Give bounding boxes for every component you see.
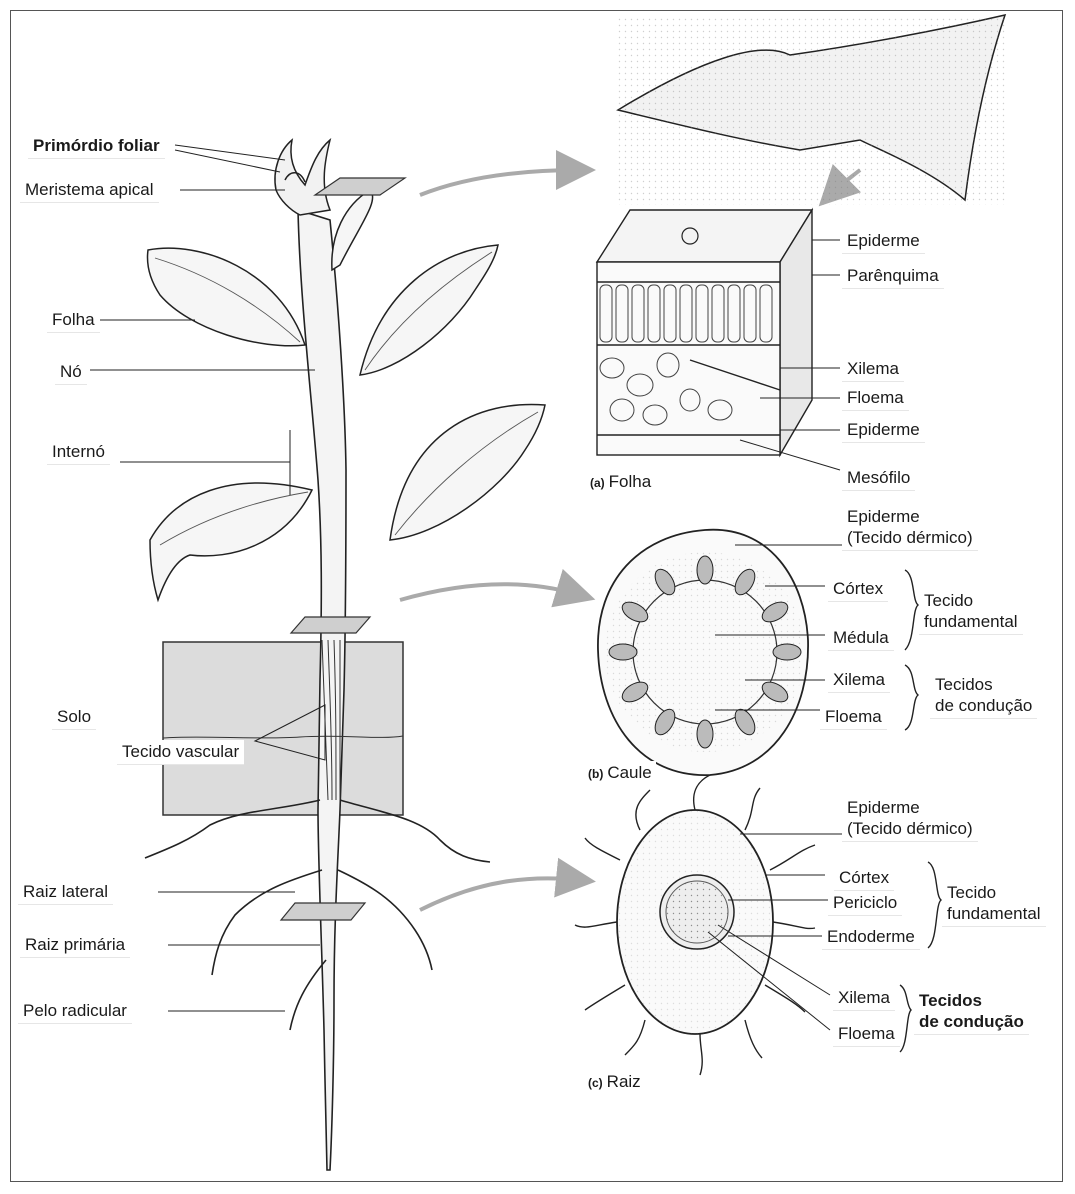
label-leaf-primordium: Primórdio foliar — [28, 134, 165, 159]
label-leaf-lower-epidermis: Epiderme — [842, 418, 925, 443]
label-stem-pith: Médula — [828, 626, 894, 651]
label-stem-ground-line1: Tecido — [924, 590, 1018, 611]
label-root-conduct-line1: Tecidos — [919, 990, 1024, 1011]
root-cross-section — [575, 775, 815, 1075]
label-root-hair: Pelo radicular — [18, 999, 132, 1024]
label-root-epidermis-line2: (Tecido dérmico) — [847, 818, 973, 839]
caption-root-text: Raiz — [607, 1072, 641, 1091]
caption-root-letter: (c) — [588, 1076, 603, 1090]
label-vascular-tissue: Tecido vascular — [117, 740, 244, 765]
caption-stem-letter: (b) — [588, 767, 603, 781]
label-root-conduct-line2: de condução — [919, 1011, 1024, 1032]
stem-cross-section — [598, 530, 808, 775]
label-stem-ground-tissue: Tecidofundamental — [919, 588, 1023, 635]
label-root-conducting-tissue: Tecidosde condução — [914, 988, 1029, 1035]
label-stem-epidermis-line2: (Tecido dérmico) — [847, 527, 973, 548]
label-stem-epidermis: Epiderme(Tecido dérmico) — [842, 504, 978, 551]
label-leaf-xylem: Xilema — [842, 357, 904, 382]
label-root-cortex: Córtex — [834, 866, 894, 891]
label-internode: Internó — [47, 440, 110, 465]
label-leaf-parenchyma: Parênquima — [842, 264, 944, 289]
label-leaf-upper-epidermis: Epiderme — [842, 229, 925, 254]
label-root-ground-tissue: Tecidofundamental — [942, 880, 1046, 927]
caption-stem-text: Caule — [607, 763, 651, 782]
label-node: Nó — [55, 360, 87, 385]
apical-bud — [275, 140, 330, 215]
label-root-ground-line1: Tecido — [947, 882, 1041, 903]
label-root-epidermis: Epiderme(Tecido dérmico) — [842, 795, 978, 842]
label-root-ground-line2: fundamental — [947, 903, 1041, 924]
label-stem-ground-line2: fundamental — [924, 611, 1018, 632]
caption-stem: (b) Caule — [584, 761, 656, 785]
label-stem-conduct-line2: de condução — [935, 695, 1032, 716]
caption-leaf-letter: (a) — [590, 476, 605, 490]
label-leaf-phloem: Floema — [842, 386, 909, 411]
label-apical-meristem: Meristema apical — [20, 178, 159, 203]
label-root-xylem: Xilema — [833, 986, 895, 1011]
label-stem-phloem: Floema — [820, 705, 887, 730]
label-leaf: Folha — [47, 308, 100, 333]
label-root-epidermis-line1: Epiderme — [847, 797, 973, 818]
label-soil: Solo — [52, 705, 96, 730]
label-stem-epidermis-line1: Epiderme — [847, 506, 973, 527]
label-root-pericycle: Periciclo — [828, 891, 902, 916]
caption-leaf-text: Folha — [609, 472, 652, 491]
label-stem-cortex: Córtex — [828, 577, 888, 602]
label-lateral-root: Raiz lateral — [18, 880, 113, 905]
label-leaf-mesophyll: Mesófilo — [842, 466, 915, 491]
caption-leaf: (a) Folha — [586, 470, 655, 494]
label-primary-root: Raiz primária — [20, 933, 130, 958]
caption-root: (c) Raiz — [584, 1070, 645, 1094]
label-root-phloem: Floema — [833, 1022, 900, 1047]
label-root-endodermis: Endoderme — [822, 925, 920, 950]
soil-box — [163, 642, 403, 815]
label-stem-conduct-line1: Tecidos — [935, 674, 1032, 695]
label-stem-xylem: Xilema — [828, 668, 890, 693]
label-stem-conducting-tissue: Tecidosde condução — [930, 672, 1037, 719]
